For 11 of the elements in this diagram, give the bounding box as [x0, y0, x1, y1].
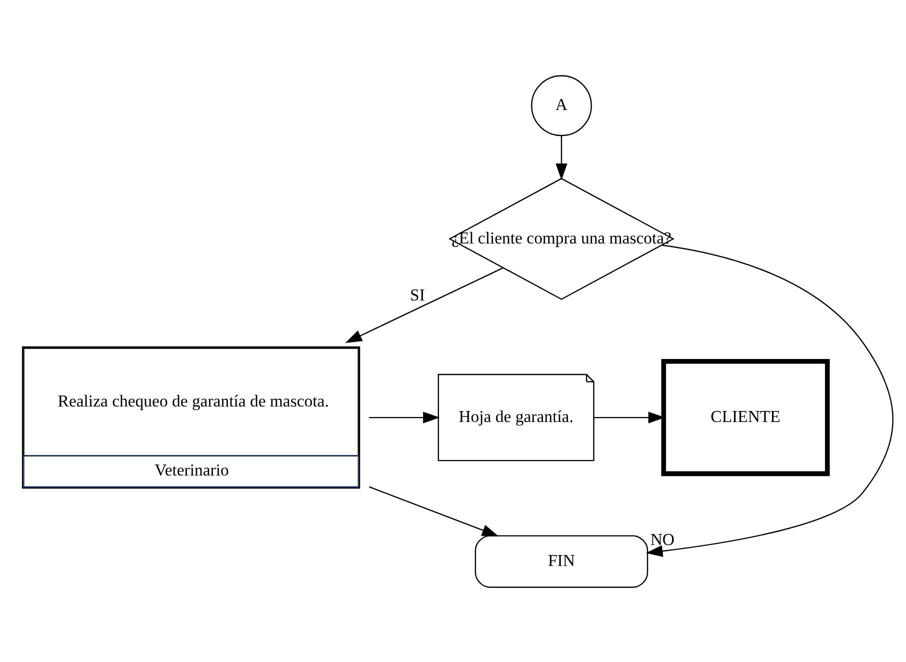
node-diamond: ¿El cliente compra una mascota?: [448, 177, 674, 300]
arrow: [556, 135, 568, 180]
arrow: [345, 266, 504, 342]
node-box: CLIENTE: [661, 358, 830, 476]
arrow: [646, 244, 894, 556]
edge-label: NO: [650, 530, 674, 549]
arrow: [369, 486, 499, 536]
node-circle: A: [531, 74, 592, 136]
node-box: FIN: [474, 534, 648, 588]
edge-label: SI: [410, 284, 425, 304]
arrow: [369, 411, 440, 423]
